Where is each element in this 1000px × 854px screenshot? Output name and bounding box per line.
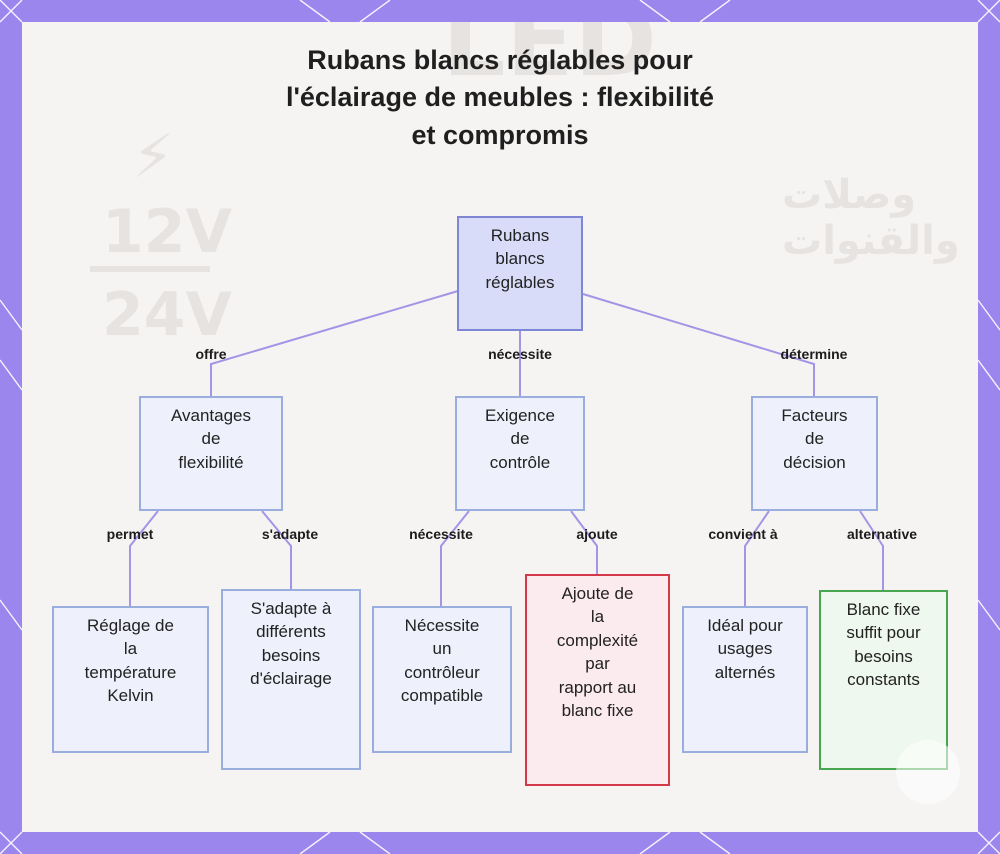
node-text: réglables [485, 272, 555, 292]
node-text: Ajoute de [561, 584, 634, 603]
edge-root-advantages [210, 290, 459, 397]
background-voltage-24v: 24V [102, 280, 232, 350]
node-text: de [201, 429, 221, 449]
node-text: par [585, 654, 610, 674]
edge-label-necessite-bottom: nécessite [409, 526, 473, 542]
title-line-1: Rubans blancs réglables pour [307, 45, 693, 75]
edge-control-controller [440, 510, 470, 607]
node-text: alternés [714, 662, 776, 682]
background-led-headline: LED [442, 22, 658, 99]
edge-label-ajoute: ajoute [576, 526, 618, 542]
node-text: d'éclairage [250, 669, 332, 689]
title-line-3: et compromis [411, 119, 589, 150]
edge-decision-fixed [859, 510, 884, 591]
edge-label-determine: détermine [780, 346, 848, 362]
node-text: différents [256, 622, 326, 642]
edge-label-convient: convient à [708, 526, 778, 542]
node-requires-controller[interactable]: Nécessite un contrôleur compatible [372, 606, 512, 753]
node-text: Facteurs [781, 406, 848, 425]
node-text: suffit pour [846, 623, 921, 643]
node-text: la [590, 607, 605, 627]
node-text: blancs [495, 249, 545, 269]
node-text: contrôle [489, 452, 551, 472]
edge-control-complexity [570, 510, 598, 575]
background-arabic-text: وصلات والقنوات [782, 172, 960, 264]
node-text: S'adapte à [250, 599, 332, 618]
background-voltage-divider [90, 266, 210, 272]
title-line-2: l'éclairage de meubles : flexibilité [285, 82, 715, 113]
node-text: Blanc fixe [846, 600, 921, 619]
node-text: Réglage de [87, 616, 174, 635]
node-flexibility-advantages[interactable]: Avantages de flexibilité [139, 396, 283, 511]
watermark-logo-icon [896, 740, 960, 804]
background-bolt-icon: ⚡ [132, 122, 175, 192]
node-root-adjustable-strips[interactable]: Rubans blancs réglables [457, 216, 583, 331]
edge-label-necessite-top: nécessite [488, 346, 552, 362]
node-text: Exigence [485, 406, 555, 425]
node-control-requirement[interactable]: Exigence de contrôle [455, 396, 585, 511]
node-text: de [805, 429, 824, 449]
diagram-title: Rubans blancs réglables pour l'éclairage… [0, 42, 1000, 154]
node-text: rapport au [558, 677, 637, 697]
node-text: la [123, 639, 138, 659]
node-text: Avantages [170, 406, 252, 425]
edge-advantages-adapt [261, 510, 292, 589]
node-text: de [510, 429, 530, 449]
node-adds-complexity[interactable]: Ajoute de la complexité par rapport au b… [525, 574, 670, 786]
node-text: Idéal pour [707, 616, 783, 635]
node-decision-factors[interactable]: Facteurs de décision [751, 396, 878, 511]
node-kelvin-adjustment[interactable]: Réglage de la température Kelvin [52, 606, 209, 753]
node-text: décision [783, 452, 846, 472]
edge-label-permet: permet [106, 526, 154, 542]
node-text: température [84, 662, 177, 682]
node-text: contrôleur [404, 662, 480, 682]
edge-label-offre: offre [195, 346, 227, 362]
node-text: complexité [556, 630, 639, 650]
node-text: Nécessite [404, 616, 480, 635]
node-text: un [432, 639, 452, 659]
edge-label-sadapte: s'adapte [261, 526, 319, 542]
node-text: usages [717, 639, 773, 659]
edge-advantages-kelvin [129, 510, 159, 607]
node-ideal-alternating-use[interactable]: Idéal pour usages alternés [682, 606, 808, 753]
edge-label-alternative: alternative [846, 526, 918, 542]
node-adapts-lighting-needs[interactable]: S'adapte à différents besoins d'éclairag… [221, 589, 361, 770]
node-text: Rubans [490, 226, 550, 245]
node-text: besoins [854, 646, 913, 666]
edge-root-decision [582, 293, 815, 397]
background-voltage-12v: 12V [102, 197, 232, 267]
node-text: flexibilité [178, 452, 244, 472]
node-text: constants [847, 670, 920, 690]
node-text: Kelvin [107, 686, 154, 706]
node-text: blanc fixe [561, 701, 634, 721]
node-text: besoins [261, 645, 321, 665]
edge-decision-ideal [744, 510, 770, 607]
node-text: compatible [400, 686, 484, 706]
